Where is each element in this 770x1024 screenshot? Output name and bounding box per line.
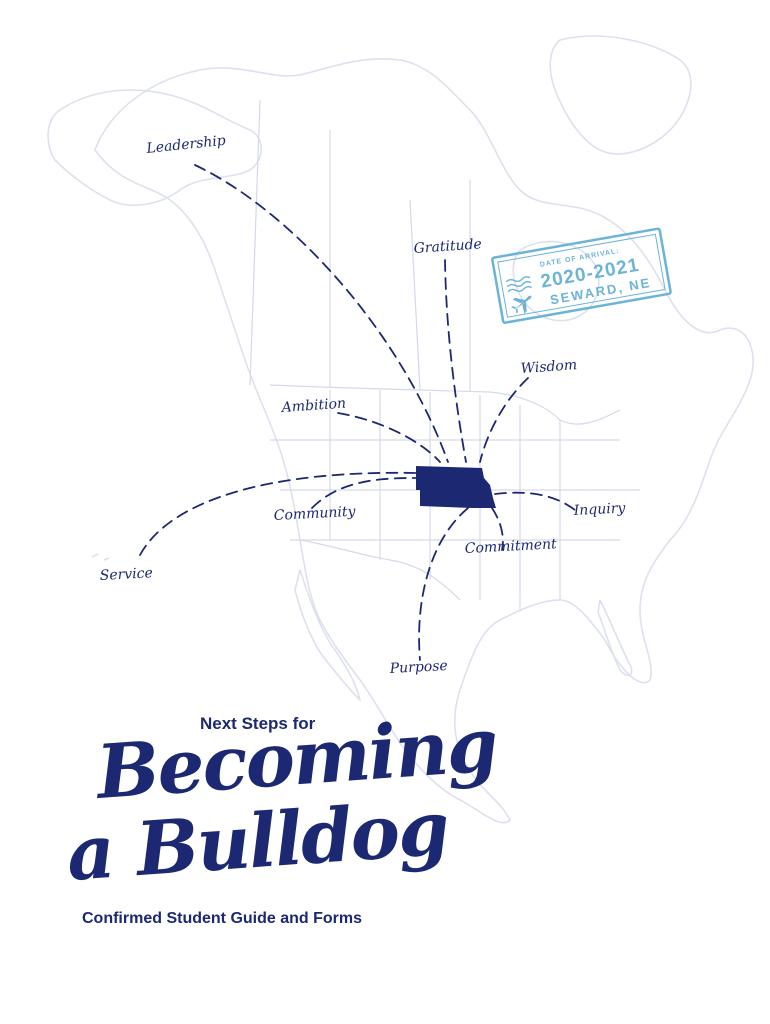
us-mexico-border [299, 539, 461, 601]
canada-province-lines [249, 99, 471, 392]
dash-inquiry [494, 491, 576, 511]
dash-gratitude [444, 259, 467, 463]
continent-outline [94, 58, 754, 824]
label-gratitude: Gratitude [413, 236, 482, 257]
dash-wisdom [479, 377, 529, 463]
label-ambition: Ambition [279, 396, 346, 417]
greenland-outline [549, 35, 692, 155]
label-inquiry: Inquiry [572, 500, 626, 519]
nebraska-highlight [416, 466, 496, 508]
label-wisdom: Wisdom [520, 357, 577, 377]
baja-outline [294, 569, 361, 701]
hawaii-outline [91, 553, 110, 561]
us-canada-border [269, 384, 621, 425]
label-community: Community [273, 504, 357, 524]
cover-title-block: Next Steps for Becoming a Bulldog Confir… [64, 702, 499, 952]
airplane-icon [511, 295, 532, 314]
dash-service [139, 471, 417, 556]
florida-outline [597, 599, 633, 677]
dash-purpose [418, 507, 469, 661]
alaska-outline [47, 89, 263, 206]
title-subtitle: Confirmed Student Guide and Forms [82, 910, 363, 927]
dash-ambition [337, 412, 441, 463]
label-commitment: Commitment [464, 536, 557, 557]
dash-commitment [491, 507, 504, 551]
dash-community [311, 477, 417, 509]
stamp-wave-lines [505, 276, 533, 293]
label-purpose: Purpose [388, 658, 448, 677]
title-top-line: Next Steps for [200, 714, 316, 733]
dash-leadership [194, 164, 449, 463]
label-leadership: Leadership [145, 133, 227, 157]
label-service: Service [99, 565, 153, 584]
arrival-stamp: DATE OF ARRIVAL: 2020-2021 SEWARD, NE [491, 227, 672, 324]
